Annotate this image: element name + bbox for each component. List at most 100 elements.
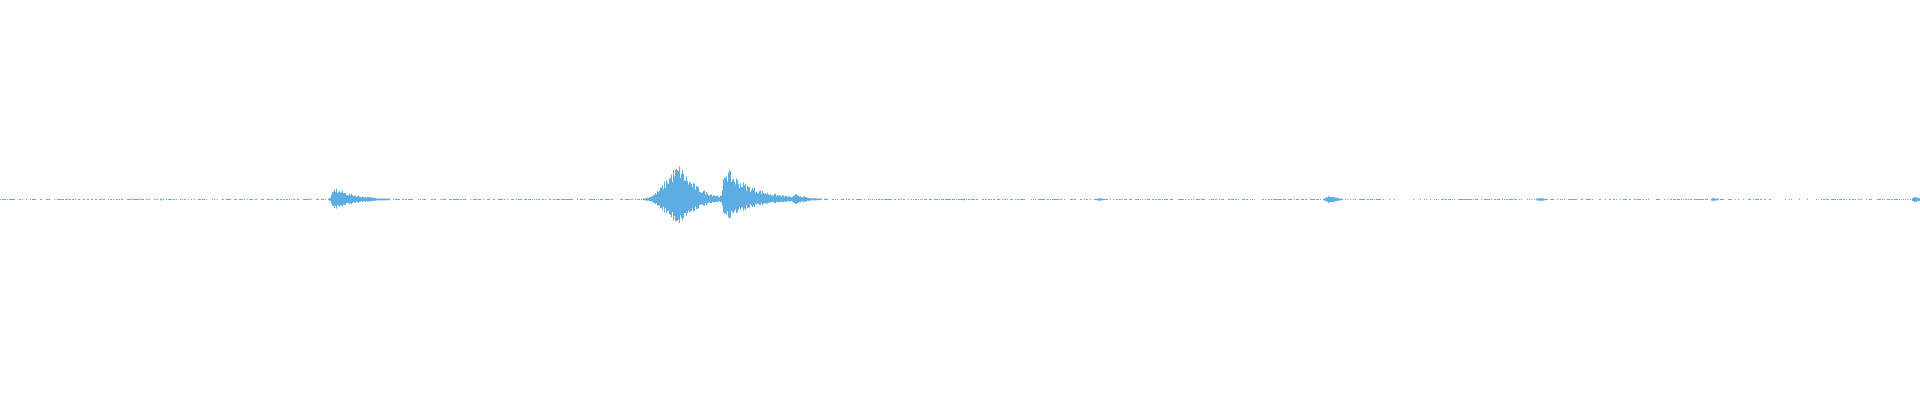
waveform-bar	[1878, 199, 1879, 200]
waveform-bar	[198, 199, 199, 200]
waveform-bar	[298, 199, 299, 200]
waveform-bar	[1841, 199, 1842, 200]
waveform-bar	[399, 198, 400, 200]
waveform-bar	[134, 199, 135, 200]
waveform-bar	[384, 198, 385, 201]
waveform-bar	[768, 194, 769, 203]
waveform-bar	[581, 199, 582, 200]
waveform-bar	[1305, 199, 1306, 200]
waveform-bar	[920, 199, 921, 200]
waveform-bar	[1916, 197, 1917, 202]
waveform-bar	[1510, 199, 1511, 200]
waveform-bar	[1494, 199, 1495, 200]
waveform-bar	[1573, 199, 1574, 200]
waveform-bar	[519, 199, 520, 200]
waveform-bar	[33, 199, 34, 200]
waveform-bar	[895, 199, 896, 200]
waveform-bar	[859, 199, 860, 200]
waveform-bar	[420, 199, 421, 200]
waveform-bar	[499, 199, 500, 200]
waveform-bar	[494, 199, 495, 200]
waveform-bar	[1441, 199, 1442, 200]
waveform-bar	[240, 199, 241, 200]
waveform-bar	[1544, 198, 1545, 201]
waveform-bar	[95, 199, 96, 200]
waveform-bar	[794, 195, 795, 204]
waveform-bar	[674, 176, 675, 217]
waveform-bar	[22, 199, 23, 200]
waveform-bar	[1918, 197, 1919, 202]
waveform-bar	[1658, 199, 1659, 200]
waveform-bar	[670, 178, 671, 215]
waveform-bar	[194, 199, 195, 200]
waveform-bar	[435, 199, 436, 200]
waveform-bar	[1007, 199, 1008, 200]
waveform-bar	[561, 199, 562, 200]
waveform-bar	[1454, 199, 1455, 200]
waveform-bar	[34, 199, 35, 200]
waveform-bar	[1449, 199, 1450, 200]
waveform-bar	[1233, 199, 1234, 200]
waveform-bar	[631, 199, 632, 200]
waveform-bar	[852, 199, 853, 200]
waveform-bar	[1656, 199, 1657, 200]
waveform-bar	[1242, 199, 1243, 200]
waveform-bar	[347, 195, 348, 204]
waveform-bar	[1182, 199, 1183, 200]
waveform-bar	[926, 199, 927, 200]
waveform-bar	[562, 199, 563, 200]
waveform-bar	[1211, 199, 1212, 200]
waveform-bar	[1491, 199, 1492, 200]
waveform-bar	[14, 199, 15, 200]
waveform-bar	[782, 195, 783, 203]
waveform-bar	[705, 194, 706, 203]
waveform-bar	[1599, 199, 1600, 200]
waveform-bar	[1171, 199, 1172, 200]
waveform-bar	[643, 198, 644, 201]
waveform-bar	[1367, 199, 1368, 200]
waveform-bar	[1280, 199, 1281, 200]
waveform-bar	[739, 187, 740, 208]
waveform-bar	[946, 199, 947, 200]
waveform-bar	[139, 199, 140, 200]
waveform-bar	[1164, 199, 1165, 200]
waveform-bar	[628, 199, 629, 200]
waveform-bar	[934, 199, 935, 200]
waveform-bar	[841, 199, 842, 200]
waveform-bar	[1188, 199, 1189, 200]
waveform-bar	[7, 199, 8, 200]
waveform-bar	[1379, 199, 1380, 200]
waveform-bar	[993, 199, 994, 200]
waveform-bar	[507, 199, 508, 200]
waveform-bar	[168, 199, 169, 200]
waveform-bar	[1250, 199, 1251, 200]
waveform-bar	[470, 199, 471, 200]
waveform-bar	[1281, 199, 1282, 200]
waveform-bar	[111, 199, 112, 200]
waveform-bar	[352, 195, 353, 204]
waveform-bar	[653, 195, 654, 203]
waveform-bar	[387, 198, 388, 201]
waveform-bar	[1683, 199, 1684, 200]
waveform-bar	[284, 199, 285, 200]
waveform-bar	[147, 199, 148, 200]
waveform-bar	[20, 199, 21, 200]
waveform-bar	[371, 197, 372, 202]
waveform-bar	[769, 194, 770, 203]
waveform-bar	[1326, 197, 1327, 202]
waveform-bar	[889, 199, 890, 200]
waveform-bar	[359, 196, 360, 203]
waveform-bar	[1202, 199, 1203, 200]
waveform-bar	[113, 199, 114, 200]
waveform-bar	[641, 198, 642, 200]
waveform-bar	[1677, 199, 1678, 200]
waveform-bar	[65, 199, 66, 200]
waveform-bar	[325, 199, 326, 200]
waveform-bar	[566, 199, 567, 200]
waveform-bar	[808, 197, 809, 201]
waveform-bar	[1100, 198, 1101, 201]
waveform-bar	[821, 198, 822, 200]
waveform-bar	[666, 180, 667, 214]
waveform-bar	[1639, 199, 1640, 200]
waveform-bar	[699, 191, 700, 205]
